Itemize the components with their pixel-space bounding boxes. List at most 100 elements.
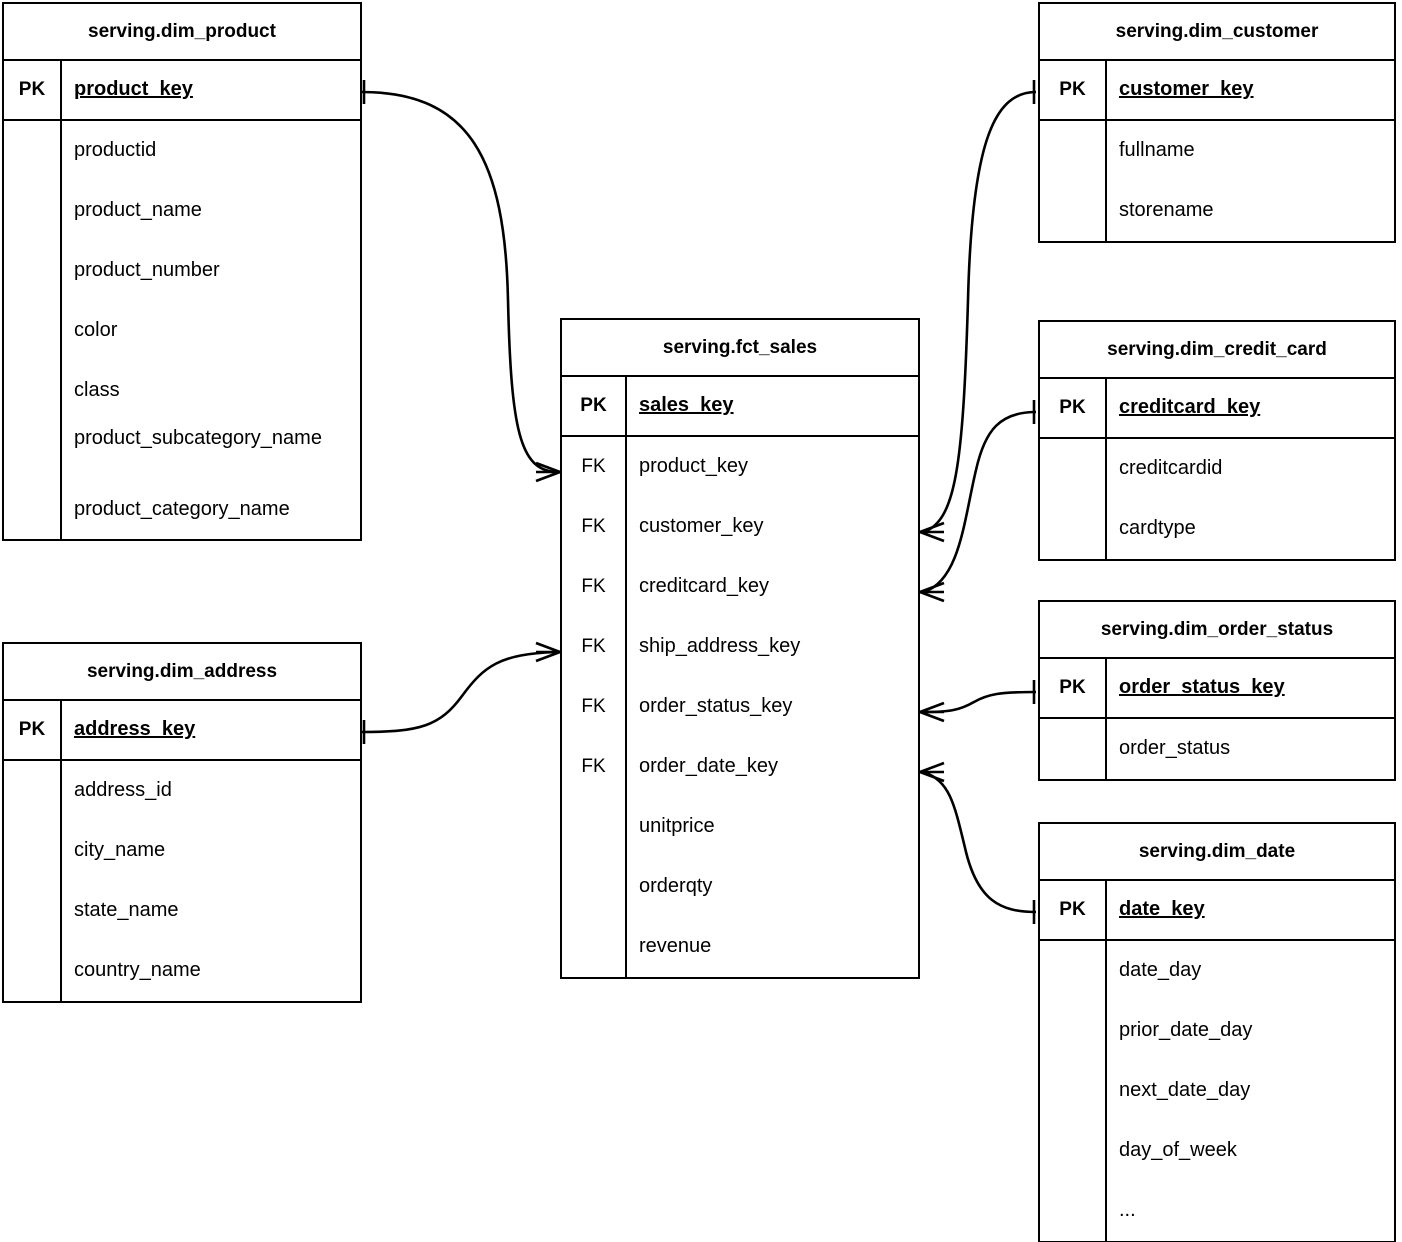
attribute-row[interactable]: city_name [74, 839, 166, 862]
fk-row[interactable]: FK order_date_key [562, 737, 918, 797]
entity-fct-sales[interactable]: serving.fct_sales PK sales_key FK produc… [560, 318, 920, 979]
pk-row[interactable]: PK creditcard_key [1040, 379, 1394, 439]
attribute-row[interactable]: fullname [1119, 139, 1195, 162]
attribute-row[interactable]: product_number [74, 259, 220, 282]
fk-row[interactable]: FK ship_address_key [562, 617, 918, 677]
attribute-block: address_id city_name state_name country_… [4, 761, 360, 1001]
attribute-row[interactable]: product_category_name [74, 498, 290, 521]
attribute-row[interactable]: class [74, 379, 120, 402]
connector-creditcard-to-sales [923, 410, 1037, 594]
measure-list: unitprice orderqty revenue [627, 797, 918, 977]
measure-block: unitprice orderqty revenue [562, 797, 918, 977]
attribute-key-column [1040, 941, 1107, 1241]
entity-dim-date[interactable]: serving.dim_date PK date_key date_day pr… [1038, 822, 1396, 1242]
connector-product-to-sales [361, 90, 557, 474]
pk-badge: PK [1040, 379, 1107, 437]
attribute-row[interactable]: storename [1119, 199, 1214, 222]
fk-field-name: order_date_key [639, 755, 778, 778]
connector-customer-to-sales [923, 90, 1037, 534]
connector-date-to-sales [923, 770, 1037, 914]
cardinality-many-date [919, 761, 945, 783]
pk-badge: PK [1040, 61, 1107, 119]
pk-field-name: order_status_key [1119, 676, 1285, 699]
attribute-row[interactable]: order_status [1119, 737, 1231, 760]
fk-badge: FK [562, 617, 627, 677]
fk-row[interactable]: FK customer_key [562, 497, 918, 557]
pk-badge: PK [562, 377, 627, 435]
pk-row[interactable]: PK product_key [4, 61, 360, 121]
attribute-block: productid product_name product_number co… [4, 121, 360, 539]
fk-field-name: creditcard_key [639, 575, 770, 598]
attribute-row[interactable]: date_day [1119, 959, 1202, 982]
entity-title: serving.dim_customer [1040, 4, 1394, 61]
entity-title: serving.fct_sales [562, 320, 918, 377]
pk-field-name: creditcard_key [1119, 396, 1261, 419]
entity-dim-credit-card[interactable]: serving.dim_credit_card PK creditcard_ke… [1038, 320, 1396, 561]
fk-badge: FK [562, 497, 627, 557]
attribute-list: creditcardid cardtype [1107, 439, 1394, 559]
pk-badge: PK [1040, 659, 1107, 717]
entity-dim-order-status[interactable]: serving.dim_order_status PK order_status… [1038, 600, 1396, 781]
pk-row[interactable]: PK customer_key [1040, 61, 1394, 121]
measure-key-column [562, 797, 627, 977]
pk-badge: PK [4, 701, 62, 759]
fk-row[interactable]: FK order_status_key [562, 677, 918, 737]
fk-field-name: ship_address_key [639, 635, 801, 658]
attribute-key-column [1040, 439, 1107, 559]
fk-field-name: customer_key [639, 515, 764, 538]
fk-badge: FK [562, 437, 627, 497]
attribute-list: fullname storename [1107, 121, 1394, 241]
fk-row[interactable]: FK product_key [562, 437, 918, 497]
pk-field-name: customer_key [1119, 78, 1254, 101]
attribute-list: address_id city_name state_name country_… [62, 761, 360, 1001]
cardinality-many-orderstatus [919, 701, 945, 723]
attribute-row[interactable]: cardtype [1119, 517, 1196, 540]
measure-row[interactable]: orderqty [639, 875, 713, 898]
entity-title: serving.dim_order_status [1040, 602, 1394, 659]
attribute-row[interactable]: product_name [74, 199, 202, 222]
pk-field-name: address_key [74, 718, 196, 741]
pk-field-name: sales_key [639, 394, 734, 417]
attribute-row[interactable]: product_subcategory_name [74, 427, 322, 449]
attribute-row[interactable]: color [74, 319, 118, 342]
entity-title: serving.dim_credit_card [1040, 322, 1394, 379]
fk-row[interactable]: FK creditcard_key [562, 557, 918, 617]
pk-badge: PK [1040, 881, 1107, 939]
cardinality-many-product [535, 461, 561, 483]
pk-row[interactable]: PK address_key [4, 701, 360, 761]
attribute-block: creditcardid cardtype [1040, 439, 1394, 559]
entity-title: serving.dim_date [1040, 824, 1394, 881]
attribute-row[interactable]: prior_date_day [1119, 1019, 1253, 1042]
measure-row[interactable]: unitprice [639, 815, 715, 838]
attribute-row[interactable]: ... [1119, 1199, 1136, 1222]
pk-row[interactable]: PK date_key [1040, 881, 1394, 941]
measure-row[interactable]: revenue [639, 935, 712, 958]
fk-field-name: order_status_key [639, 695, 793, 718]
entity-title: serving.dim_product [4, 4, 360, 61]
attribute-list: productid product_name product_number co… [62, 121, 360, 539]
attribute-key-column [1040, 719, 1107, 779]
attribute-row[interactable]: address_id [74, 779, 172, 802]
attribute-key-column [1040, 121, 1107, 241]
attribute-row[interactable]: productid [74, 139, 157, 162]
attribute-list: date_day prior_date_day next_date_day da… [1107, 941, 1394, 1241]
entity-dim-product[interactable]: serving.dim_product PK product_key produ… [2, 2, 362, 541]
cardinality-many-customer [919, 521, 945, 543]
entity-title: serving.dim_address [4, 644, 360, 701]
pk-field-name: product_key [74, 78, 193, 101]
attribute-row[interactable]: next_date_day [1119, 1079, 1251, 1102]
attribute-block: date_day prior_date_day next_date_day da… [1040, 941, 1394, 1241]
attribute-row[interactable]: creditcardid [1119, 457, 1223, 480]
entity-dim-customer[interactable]: serving.dim_customer PK customer_key ful… [1038, 2, 1396, 243]
attribute-list: order_status [1107, 719, 1394, 779]
attribute-row[interactable]: state_name [74, 899, 179, 922]
pk-row[interactable]: PK sales_key [562, 377, 918, 437]
connector-orderstatus-to-sales [923, 690, 1037, 714]
attribute-row[interactable]: country_name [74, 959, 201, 982]
fk-field-name: product_key [639, 455, 748, 478]
fk-badge: FK [562, 737, 627, 797]
pk-row[interactable]: PK order_status_key [1040, 659, 1394, 719]
entity-dim-address[interactable]: serving.dim_address PK address_key addre… [2, 642, 362, 1003]
attribute-row[interactable]: day_of_week [1119, 1139, 1237, 1162]
